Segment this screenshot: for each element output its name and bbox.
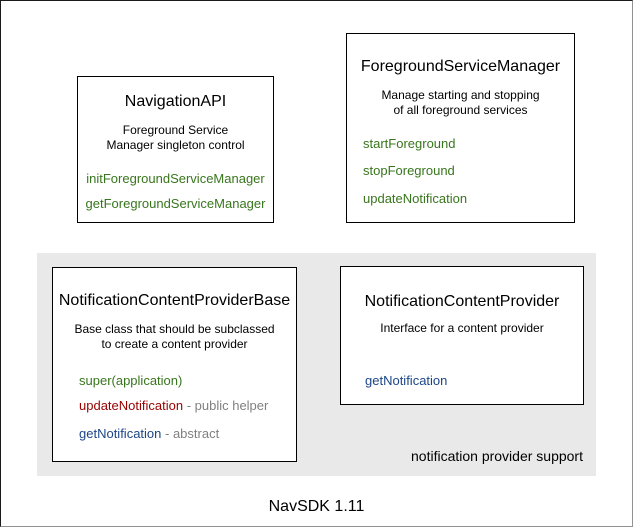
class-description: Base class that should be subclassed to … xyxy=(53,322,296,352)
method-list: startForeground stopForeground updateNot… xyxy=(347,136,574,207)
class-box-foreground-service-manager: ForegroundServiceManager Manage starting… xyxy=(346,33,575,223)
class-description: Interface for a content provider xyxy=(341,321,583,336)
method-get-foreground-service-manager: getForegroundServiceManager xyxy=(85,196,266,211)
method-label: super(application) xyxy=(79,373,183,388)
method-stop-foreground: stopForeground xyxy=(363,163,455,178)
method-start-foreground: startForeground xyxy=(363,136,456,151)
panel-label-notification-provider-support: notification provider support xyxy=(411,448,583,464)
class-title-navigation-api: NavigationAPI xyxy=(124,93,227,110)
diagram-caption: NavSDK 1.11 xyxy=(268,498,365,515)
description-line: Manage starting and stopping xyxy=(381,88,540,102)
class-title-notification-content-provider-base: NotificationContentProviderBase xyxy=(58,292,291,309)
description-line: to create a content provider xyxy=(101,337,248,351)
class-description: Foreground Service Manager singleton con… xyxy=(78,123,273,153)
method-get-notification: getNotification - abstract xyxy=(79,426,296,442)
method-update-notification: updateNotification xyxy=(363,191,468,206)
method-list: super(application) updateNotification - … xyxy=(53,373,296,442)
method-label: getNotification xyxy=(79,426,162,441)
description-line: Manager singleton control xyxy=(106,138,245,152)
description-line: Interface for a content provider xyxy=(380,321,544,335)
class-title-notification-content-provider: NotificationContentProvider xyxy=(364,293,560,310)
method-update-notification: updateNotification - public helper xyxy=(79,398,296,414)
class-title-foreground-service-manager: ForegroundServiceManager xyxy=(360,58,561,75)
method-get-notification: getNotification xyxy=(365,373,448,388)
description-line: of all foreground services xyxy=(393,103,528,117)
method-label: updateNotification xyxy=(79,398,184,413)
description-line: Base class that should be subclassed xyxy=(74,322,275,336)
method-list: initForegroundServiceManager getForegrou… xyxy=(78,171,273,212)
class-description: Manage starting and stopping of all fore… xyxy=(347,88,574,118)
method-init-foreground-service-manager: initForegroundServiceManager xyxy=(86,171,265,186)
method-list: getNotification xyxy=(341,373,583,389)
method-super-application: super(application) xyxy=(79,373,296,389)
method-suffix: - abstract xyxy=(161,426,220,441)
class-box-navigation-api: NavigationAPI Foreground Service Manager… xyxy=(77,76,274,223)
class-box-notification-content-provider-base: NotificationContentProviderBase Base cla… xyxy=(52,267,297,462)
description-line: Foreground Service xyxy=(122,123,229,137)
method-suffix: - public helper xyxy=(183,398,269,413)
class-box-notification-content-provider: NotificationContentProvider Interface fo… xyxy=(340,266,584,405)
